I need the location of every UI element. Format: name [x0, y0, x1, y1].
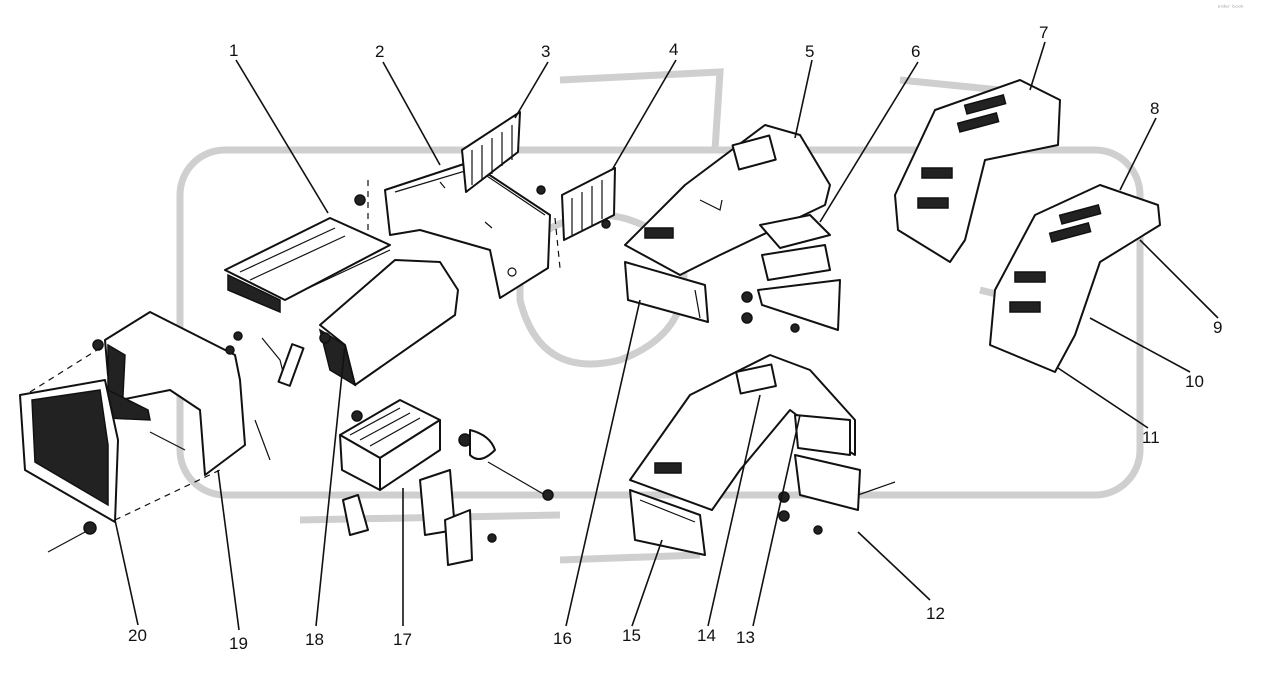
- part-8-fender: [989, 184, 1161, 373]
- part-6-bracket: [741, 214, 841, 333]
- callout-13: 13: [736, 628, 755, 647]
- part-16-step-box: [624, 261, 709, 323]
- callout-9: 9: [1213, 318, 1222, 337]
- part-3-side-grille: [461, 111, 521, 193]
- callout-19: 19: [229, 634, 248, 653]
- fasteners: [47, 194, 554, 553]
- callout-16: 16: [553, 629, 572, 648]
- part-18-side-cover: [318, 259, 459, 387]
- part-5-upper-hood: [624, 124, 831, 276]
- part-12-bracket: [778, 414, 896, 535]
- leader-lines: [114, 41, 1219, 631]
- callout-6: 6: [911, 42, 920, 61]
- callout-12: 12: [926, 604, 945, 623]
- part-15-lower-box: [629, 489, 706, 556]
- part-14-lower-fender: [629, 354, 856, 511]
- callout-3: 3: [541, 42, 550, 61]
- callout-17: 17: [393, 630, 412, 649]
- callout-14: 14: [697, 626, 716, 645]
- callout-4: 4: [669, 40, 678, 59]
- callout-5: 5: [805, 42, 814, 61]
- part-19-front-frame: [104, 311, 246, 476]
- callout-labels: 1 2 3 4 5 6 7 8 9 10 11 12 13 14 15 16 1…: [128, 23, 1222, 653]
- callout-15: 15: [622, 626, 641, 645]
- callout-20: 20: [128, 626, 147, 645]
- alignment-lines: [29, 180, 561, 521]
- callout-7: 7: [1039, 23, 1048, 42]
- part-20-radiator-grille: [19, 379, 119, 523]
- part-1-top-panel: [224, 217, 391, 314]
- part-7-fender: [894, 79, 1061, 263]
- part-17-box: [339, 399, 473, 566]
- callout-11: 11: [1142, 428, 1160, 447]
- part-4-side-grille: [536, 167, 616, 241]
- callout-8: 8: [1150, 99, 1159, 118]
- callout-2: 2: [375, 42, 384, 61]
- callout-1: 1: [229, 41, 238, 60]
- callout-10: 10: [1185, 372, 1204, 391]
- callout-18: 18: [305, 630, 324, 649]
- part-2-rear-housing: [384, 161, 551, 299]
- corner-mark: ᵒʳᵈᵉʳ ᵇᵒᵒᵏ: [1217, 4, 1244, 12]
